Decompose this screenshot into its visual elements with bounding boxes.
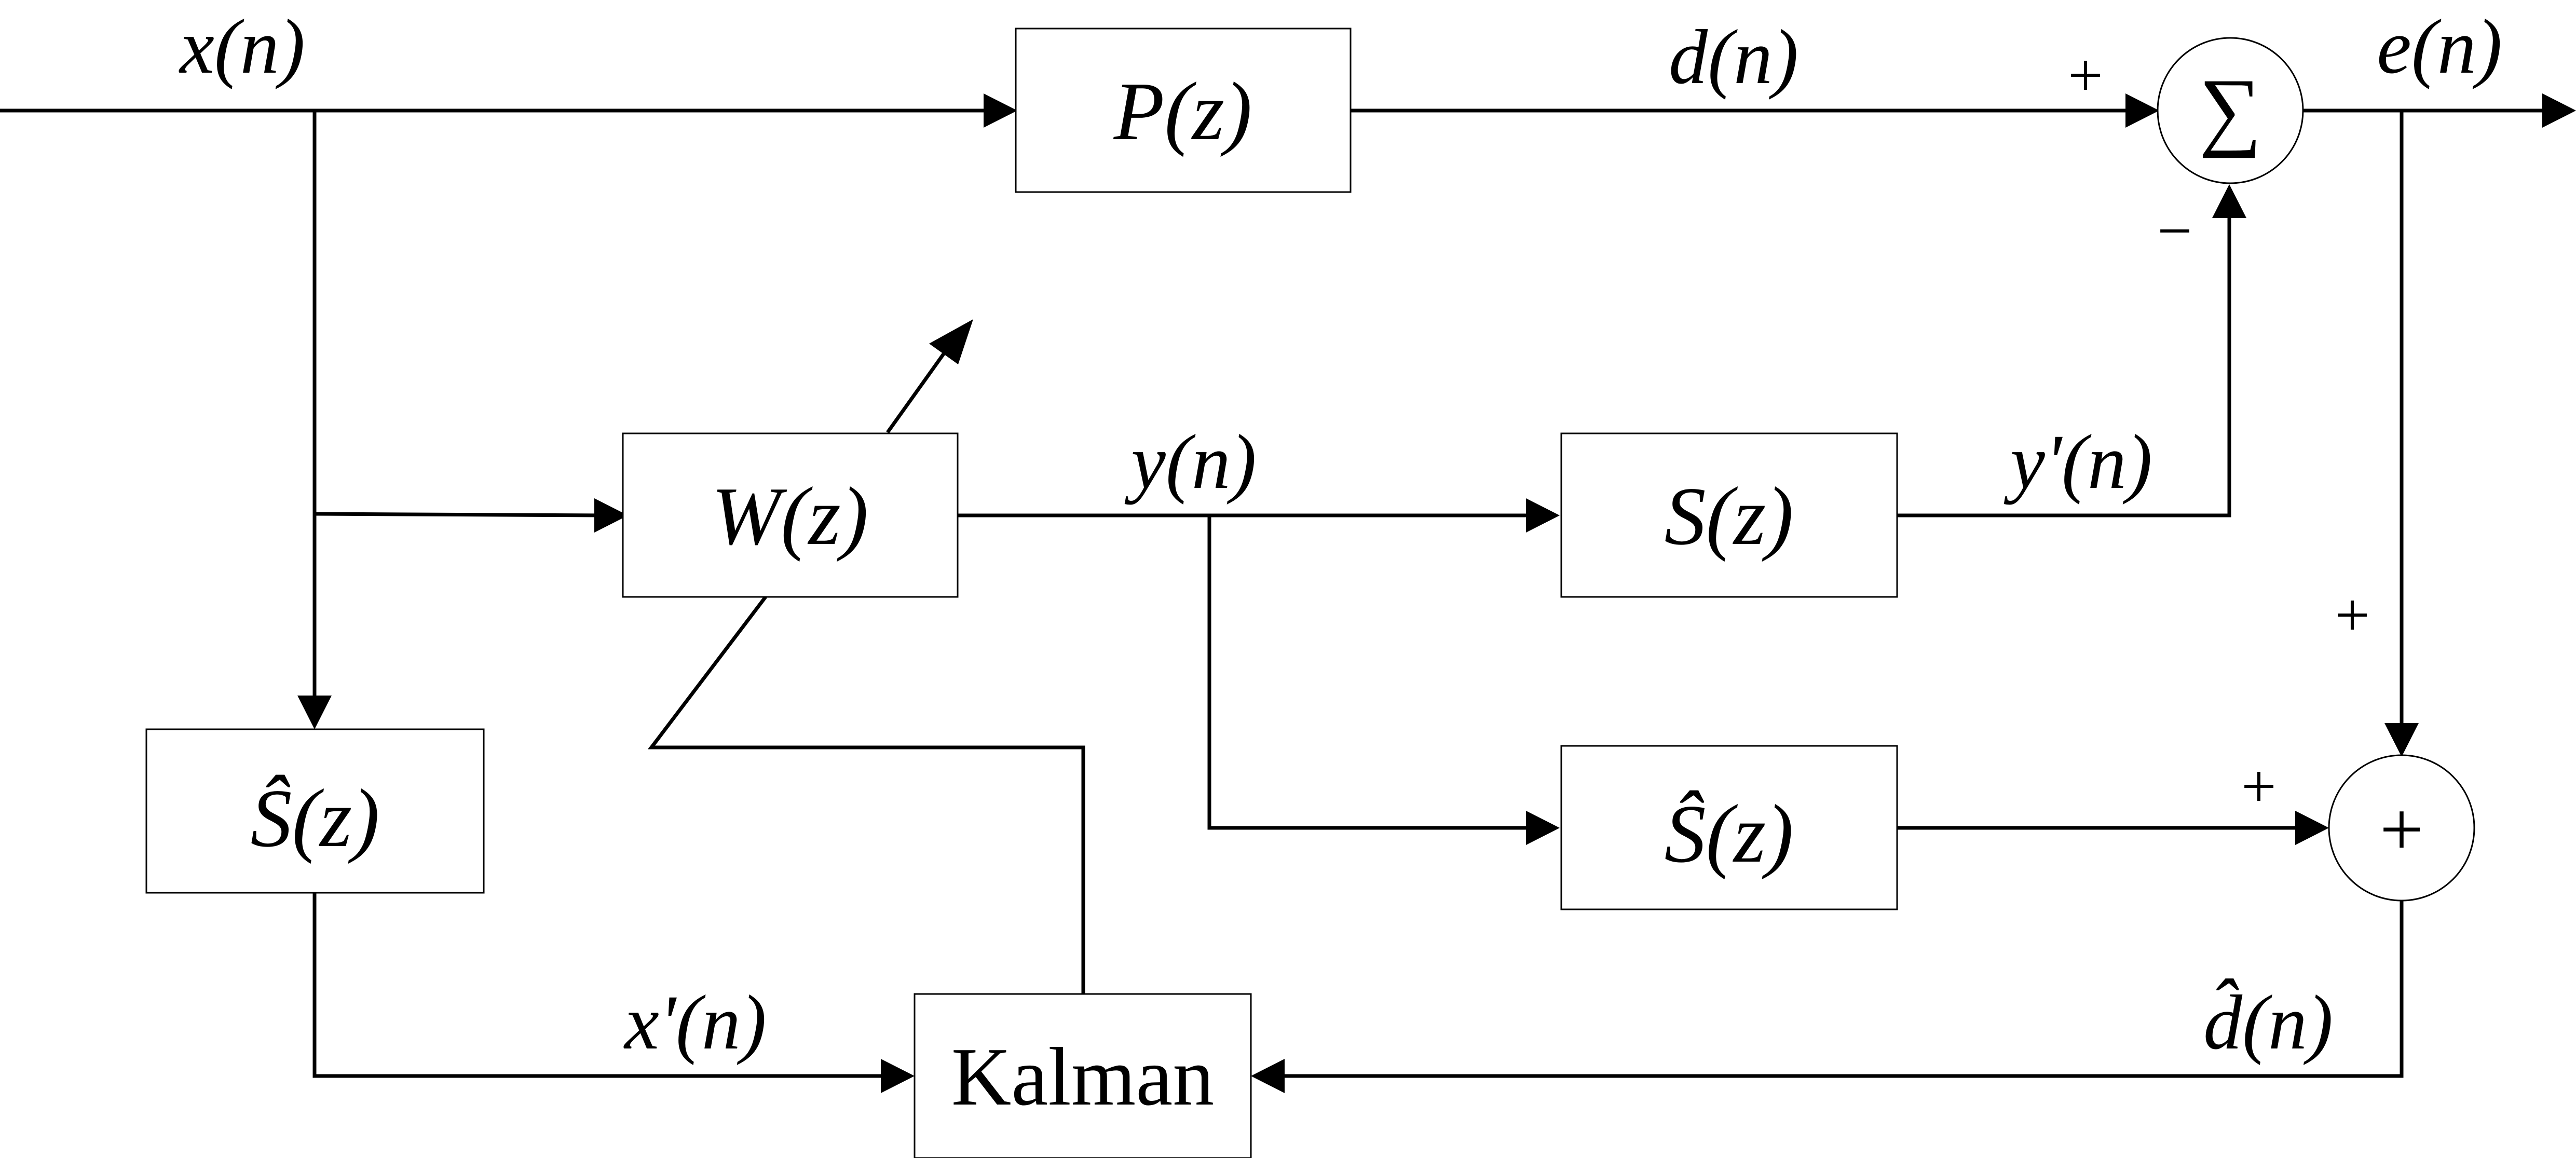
block-s: S(z): [1560, 432, 1898, 598]
label-d-hat: d̂(n): [2203, 978, 2333, 1066]
sum-junction: ∑: [2157, 37, 2304, 184]
arrow-output: [2542, 93, 2576, 128]
sign-adder-top-plus: +: [2335, 580, 2370, 649]
arrow-into-adder-top: [2384, 723, 2419, 757]
block-p: P(z): [1015, 28, 1352, 193]
block-s-hat-right: Ŝ(z): [1560, 745, 1898, 910]
sign-sum-minus: −: [2157, 196, 2192, 265]
sign-adder-left-plus: +: [2241, 752, 2277, 821]
arrow-into-s: [1526, 498, 1560, 533]
arrow-into-kalman-right: [1251, 1059, 1285, 1093]
arrow-into-sum-bottom: [2212, 184, 2246, 218]
adder-symbol: +: [2380, 786, 2424, 873]
block-p-label: P(z): [1113, 65, 1252, 157]
label-d: d(n): [1669, 14, 1798, 100]
wire-kalman-to-w: [647, 595, 1085, 994]
sum-symbol: ∑: [2199, 61, 2261, 158]
label-e: e(n): [2377, 4, 2502, 90]
wire-s-to-sum: [1897, 210, 2231, 517]
adder-junction: +: [2328, 754, 2475, 902]
wire-adder-to-kalman: [1282, 901, 2404, 1078]
arrow-into-sum: [2125, 93, 2159, 128]
block-kalman-label: Kalman: [951, 1030, 1214, 1123]
arrow-into-p: [984, 93, 1017, 128]
label-x-prime: x'(n): [623, 979, 767, 1066]
block-w-label: W(z): [712, 470, 868, 562]
block-s-hat-left: Ŝ(z): [145, 728, 485, 894]
label-x: x(n): [179, 4, 305, 90]
wire-x-to-w: [314, 512, 603, 517]
label-y: y(n): [1124, 419, 1256, 505]
block-s-hat-left-label: Ŝ(z): [251, 772, 380, 864]
wire-y-branch: [1207, 515, 1534, 830]
block-s-label: S(z): [1665, 470, 1794, 562]
arrow-into-kalman-left: [881, 1059, 915, 1093]
arrow-into-w: [594, 498, 628, 533]
wire-shat-to-kalman: [312, 893, 882, 1078]
arrow-into-adder-left: [2295, 811, 2329, 845]
wire-adaptive-arrow: [886, 344, 951, 434]
label-y-prime: y'(n): [2003, 419, 2152, 505]
block-w: W(z): [622, 432, 959, 598]
block-kalman: Kalman: [914, 993, 1252, 1158]
arrow-into-shat-right: [1526, 811, 1560, 845]
block-s-hat-right-label: Ŝ(z): [1665, 787, 1794, 880]
arrow-adaptive: [929, 319, 973, 364]
sign-sum-plus: +: [2068, 40, 2103, 110]
arrow-into-shat-left: [297, 696, 332, 729]
